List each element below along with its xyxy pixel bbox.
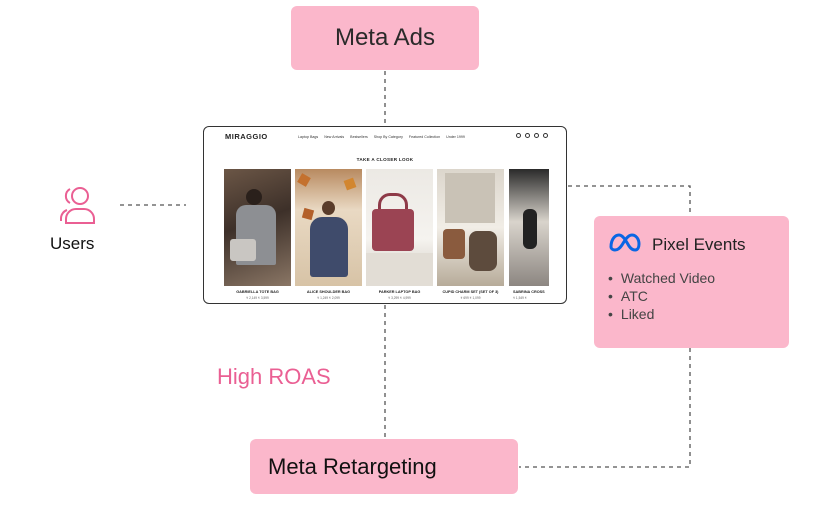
bag-icon[interactable] (543, 133, 548, 138)
line-pixel-to-retarget (519, 348, 691, 468)
product-price: ₹ 3,299 ₹ 4,999 (388, 296, 411, 300)
pixel-event-item: Watched Video (608, 269, 715, 287)
product-image (509, 169, 549, 286)
site-nav-icons (516, 133, 548, 138)
product-name: PARKER LAPTOP BAG (378, 290, 421, 294)
site-menu: Laptop Bags New Arrivals Bestsellers Sho… (298, 135, 465, 139)
site-navbar: MIRAGGIO Laptop Bags New Arrivals Bestse… (204, 127, 566, 147)
site-menu-item[interactable]: Featured Collection (408, 135, 441, 139)
product-name: ALICE SHOULDER BAG (306, 290, 351, 294)
product-image (224, 169, 291, 286)
pixel-events-title: Pixel Events (652, 234, 746, 254)
product-card[interactable]: PARKER LAPTOP BAG ₹ 3,299 ₹ 4,999 (366, 169, 433, 300)
product-name: CUPID CHARM SET (SET OF 3) (442, 290, 499, 294)
high-roas-label: High ROAS (217, 364, 331, 389)
product-price: ₹ 1,249 ₹ 2,099 (317, 296, 340, 300)
product-name: GABRIELLA TOTE BAG (236, 290, 279, 294)
heart-icon[interactable] (534, 133, 539, 138)
product-card[interactable]: ALICE SHOULDER BAG ₹ 1,249 ₹ 2,099 (295, 169, 362, 300)
users-icon (56, 183, 98, 230)
meta-ads-label: Meta Ads (334, 24, 436, 51)
meta-retargeting-box: Meta Retargeting (250, 439, 518, 494)
product-price: ₹ 2,149 ₹ 3,599 (246, 296, 269, 300)
product-image (295, 169, 362, 286)
user-icon[interactable] (525, 133, 530, 138)
pixel-events-header: Pixel Events (608, 232, 746, 257)
product-card[interactable]: CUPID CHARM SET (SET OF 3) ₹ 699 ₹ 1,099 (437, 169, 504, 300)
site-menu-item[interactable]: Shop By Category (373, 135, 403, 139)
product-card[interactable]: SABRINA CROSS ₹ 1,549 ₹ (509, 169, 549, 300)
product-card[interactable]: GABRIELLA TOTE BAG ₹ 2,149 ₹ 3,599 (224, 169, 291, 300)
site-section-heading: TAKE A CLOSER LOOK (356, 157, 414, 162)
pixel-event-item: Liked (608, 305, 715, 323)
product-price: ₹ 1,549 ₹ (513, 296, 527, 300)
site-menu-item[interactable]: Laptop Bags (298, 135, 319, 139)
meta-retargeting-label: Meta Retargeting (268, 453, 437, 479)
pixel-events-box: Pixel Events Watched Video ATC Liked (594, 216, 789, 348)
meta-ads-box: Meta Ads (291, 6, 479, 70)
meta-logo-icon (608, 232, 642, 257)
users-label: Users (50, 234, 95, 253)
product-name: SABRINA CROSS (513, 290, 545, 294)
product-image (366, 169, 433, 286)
site-menu-item[interactable]: Under 1999 (446, 135, 465, 139)
website-screenshot: MIRAGGIO Laptop Bags New Arrivals Bestse… (203, 126, 567, 304)
site-menu-item[interactable]: New Arrivals (324, 135, 345, 139)
search-icon[interactable] (516, 133, 521, 138)
site-menu-item[interactable]: Bestsellers (350, 135, 368, 139)
pixel-event-item: ATC (608, 287, 715, 305)
pixel-events-list: Watched Video ATC Liked (608, 269, 715, 323)
product-image (437, 169, 504, 286)
line-site-to-pixel (568, 185, 691, 216)
product-price: ₹ 699 ₹ 1,099 (460, 296, 481, 300)
site-logo: MIRAGGIO (225, 132, 268, 141)
